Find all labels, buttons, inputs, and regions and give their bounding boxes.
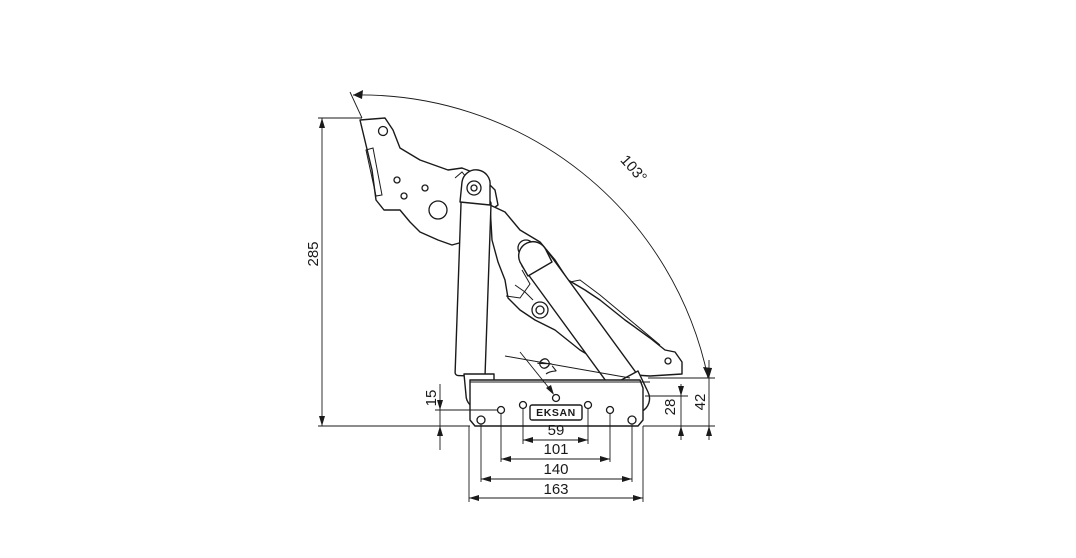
base-hole xyxy=(518,400,528,410)
base-hole xyxy=(627,415,637,425)
width-101-label: 101 xyxy=(543,441,568,458)
linkage-pivot-inner xyxy=(535,305,545,315)
height-42-label: 42 xyxy=(692,394,709,411)
gas-strut-left xyxy=(454,169,495,410)
base-plate: EKSAN xyxy=(469,355,650,427)
height-15-dimension: 15 xyxy=(423,384,498,450)
arm-hole xyxy=(393,176,401,184)
brand-logo-plate xyxy=(529,404,583,421)
arm-hole xyxy=(400,192,408,200)
base-hole xyxy=(605,405,615,415)
strut-top-eye-inner xyxy=(470,184,478,192)
base-hole xyxy=(583,400,593,410)
linkage-hole xyxy=(664,357,672,365)
hole-diameter-label: Ø7 xyxy=(534,354,560,380)
angle-label: 103° xyxy=(617,152,650,186)
height-28-dimension: 28 xyxy=(643,377,715,440)
height-285-dimension: 285 xyxy=(305,117,470,427)
arm-hole xyxy=(377,125,389,137)
width-163-label: 163 xyxy=(543,481,568,498)
arm-large-hole xyxy=(428,200,448,220)
width-140-label: 140 xyxy=(543,461,568,478)
width-dimensions: 59 101 140 163 xyxy=(468,408,644,502)
width-59-label: 59 xyxy=(548,422,565,439)
brand-logo: EKSAN xyxy=(536,407,576,419)
height-42-dimension: 42 xyxy=(692,360,712,440)
angle-dimension: 103° xyxy=(349,90,712,379)
height-285-label: 285 xyxy=(305,241,322,266)
height-28-label: 28 xyxy=(662,399,679,416)
height-15-label: 15 xyxy=(423,390,440,407)
base-hole xyxy=(476,415,486,425)
base-hole xyxy=(551,393,561,403)
base-hole xyxy=(496,405,506,415)
arm-hole xyxy=(421,184,429,192)
